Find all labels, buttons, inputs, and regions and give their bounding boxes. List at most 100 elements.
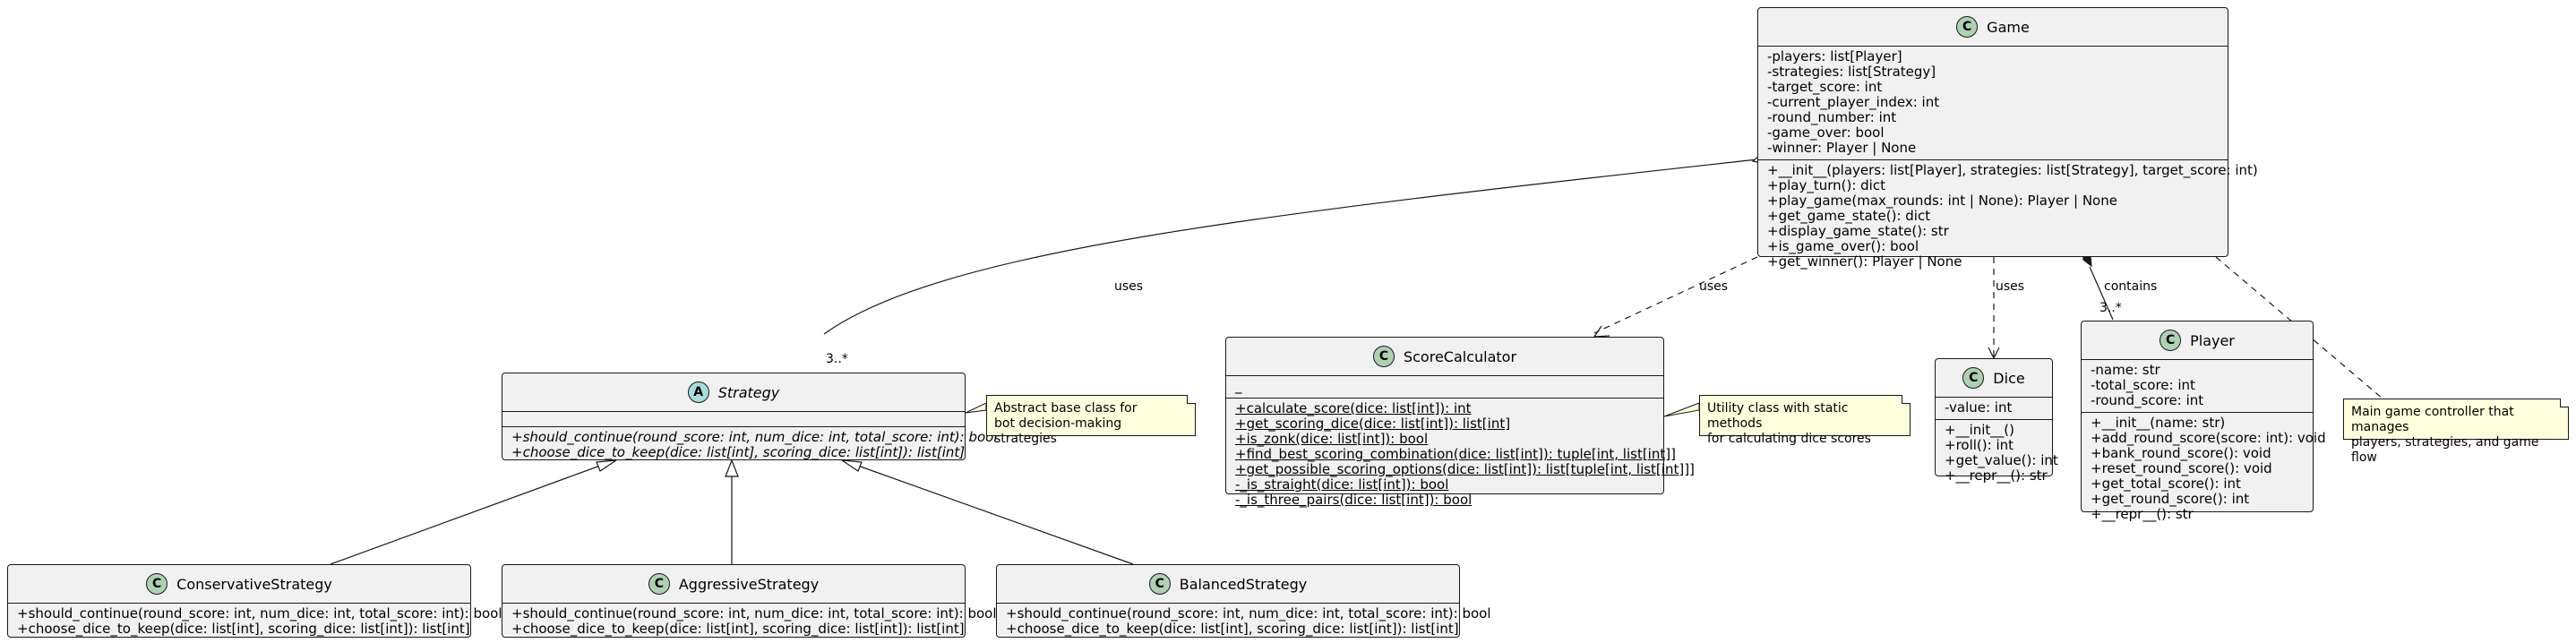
edge-conservative-strategy <box>330 465 601 565</box>
attribute: -name: str <box>2091 362 2160 378</box>
method: +get_value(): int <box>1945 452 2058 468</box>
method: +choose_dice_to_keep(dice: list[int], sc… <box>511 621 965 637</box>
static-method: +find_best_scoring_combination(dice: lis… <box>1235 446 1676 462</box>
class-name: AggressiveStrategy <box>678 575 820 593</box>
attribute: _ <box>1235 378 1242 394</box>
method: +display_game_state(): str <box>1767 223 1949 239</box>
method: +__repr__(): str <box>2091 506 2194 522</box>
multiplicity-strategy: 3..* <box>826 352 848 366</box>
edge-label-game-dice: uses <box>1996 279 2025 294</box>
class-game[interactable]: C Game -players: list[Player] -strategie… <box>1757 7 2258 270</box>
attribute: -round_number: int <box>1767 109 1897 125</box>
edge-balanced-strategy <box>857 465 1134 565</box>
class-balancedstrategy[interactable]: C BalancedStrategy +should_continue(roun… <box>996 564 1491 640</box>
note-strategy: Abstract base class for bot decision-mak… <box>986 395 1196 446</box>
edge-note-strategy <box>965 402 987 414</box>
attributes-section: -value: int <box>1936 398 2052 420</box>
class-badge: C <box>1148 573 1171 595</box>
class-name: Strategy <box>717 383 780 401</box>
attribute: -current_player_index: int <box>1767 94 1940 110</box>
attributes-section: _ <box>1226 376 1663 399</box>
attribute: -total_score: int <box>2091 377 2195 393</box>
note-line: Abstract base class for <box>994 401 1138 416</box>
class-badge: C <box>1372 346 1395 367</box>
methods-section: +__init__(name: str) +add_round_score(sc… <box>2082 413 2326 526</box>
class-aggressivestrategy[interactable]: C AggressiveStrategy +should_continue(ro… <box>502 564 997 640</box>
attribute: -winner: Player | None <box>1767 140 1917 156</box>
methods-section: +should_continue(round_score: int, num_d… <box>502 427 998 464</box>
method: +choose_dice_to_keep(dice: list[int], sc… <box>1006 621 1459 637</box>
attribute: -strategies: list[Strategy] <box>1767 64 1936 80</box>
class-header: C Player <box>2082 322 2313 360</box>
note-line: bot decision-making strategies <box>994 416 1122 446</box>
note-fold <box>1902 395 1911 404</box>
method: +play_game(max_rounds: int | None): Play… <box>1767 193 2117 209</box>
class-conservativestrategy[interactable]: C ConservativeStrategy +should_continue(… <box>7 564 502 638</box>
class-badge: C <box>1962 367 1985 389</box>
class-header: C ConservativeStrategy <box>8 565 470 604</box>
methods-section: +calculate_score(dice: list[int]): int +… <box>1226 399 1695 511</box>
method: +bank_round_score(): void <box>2091 445 2271 461</box>
method: +play_turn(): dict <box>1767 177 1885 193</box>
inheritance-triangle <box>841 459 863 472</box>
method: +__init__(players: list[Player], strateg… <box>1767 162 2258 178</box>
method: +should_continue(round_score: int, num_d… <box>511 605 997 622</box>
class-name: ScoreCalculator <box>1403 347 1517 365</box>
class-name: Player <box>2190 331 2235 349</box>
class-header: C BalancedStrategy <box>997 565 1459 604</box>
edge-game-player <box>2089 266 2114 321</box>
edge-label-game-strategy: uses <box>1114 279 1144 294</box>
method: +should_continue(round_score: int, num_d… <box>17 605 502 622</box>
methods-section: +__init__() +roll(): int +get_value(): i… <box>1936 420 2058 487</box>
attributes-section: -name: str -total_score: int -round_scor… <box>2082 360 2313 413</box>
method: +get_winner(): Player | None <box>1767 253 1962 270</box>
inheritance-triangle <box>596 459 617 472</box>
attributes-section <box>502 412 965 427</box>
methods-section: +should_continue(round_score: int, num_d… <box>502 604 997 640</box>
inheritance-triangle <box>725 459 739 477</box>
note-fold <box>1187 395 1196 404</box>
method: +__init__() <box>1945 422 2014 438</box>
static-method: +get_scoring_dice(dice: list[int]): list… <box>1235 416 1511 432</box>
attribute: -value: int <box>1945 399 2013 416</box>
edge-label-game-scorecalculator: uses <box>1699 279 1729 294</box>
class-strategy[interactable]: A Strategy +should_continue(round_score:… <box>502 373 998 460</box>
note-line: for calculating dice scores <box>1707 432 1871 446</box>
note-line: players, strategies, and game flow <box>2351 435 2539 465</box>
class-badge: A <box>687 382 709 403</box>
edge-label-game-player: contains <box>2104 279 2158 294</box>
edge-game-scorecalculator <box>1593 256 1758 334</box>
attributes-section: -players: list[Player] -strategies: list… <box>1758 47 2228 160</box>
method: +choose_dice_to_keep(dice: list[int], sc… <box>17 621 470 637</box>
class-header: A Strategy <box>502 373 965 412</box>
method: +__repr__(): str <box>1945 467 2048 484</box>
method: +get_game_state(): dict <box>1767 208 1931 224</box>
note-scorecalculator: Utility class with static methods for ca… <box>1699 395 1911 446</box>
method: +__init__(name: str) <box>2091 415 2226 431</box>
method: +roll(): int <box>1945 437 2014 453</box>
note-game: Main game controller that manages player… <box>2343 399 2569 465</box>
methods-section: +should_continue(round_score: int, num_d… <box>997 604 1491 640</box>
method: +is_game_over(): bool <box>1767 238 1919 254</box>
class-name: BalancedStrategy <box>1179 575 1308 593</box>
class-name: ConservativeStrategy <box>176 575 332 593</box>
class-scorecalculator[interactable]: C ScoreCalculator _ +calculate_score(dic… <box>1225 337 1695 508</box>
method: +get_round_score(): int <box>2091 491 2250 507</box>
class-player[interactable]: C Player -name: str -total_score: int -r… <box>2081 321 2326 522</box>
note-line: Main game controller that manages <box>2351 405 2514 434</box>
attribute: -round_score: int <box>2091 392 2204 408</box>
attribute: -target_score: int <box>1767 79 1883 95</box>
static-method: +calculate_score(dice: list[int]): int <box>1235 400 1472 416</box>
class-badge: C <box>1956 16 1979 38</box>
class-badge: C <box>648 573 670 595</box>
note-fold <box>2560 399 2569 407</box>
multiplicity-player: 3..* <box>2099 301 2122 315</box>
method: +get_total_score(): int <box>2091 476 2241 492</box>
class-header: C Dice <box>1936 359 2052 398</box>
static-method: -_is_three_pairs(dice: list[int]): bool <box>1235 492 1473 508</box>
methods-section: +__init__(players: list[Player], strateg… <box>1758 160 2258 273</box>
class-header: C Game <box>1758 8 2228 47</box>
class-dice[interactable]: C Dice -value: int +__init__() +roll(): … <box>1935 358 2058 484</box>
attribute: -game_over: bool <box>1767 124 1885 141</box>
